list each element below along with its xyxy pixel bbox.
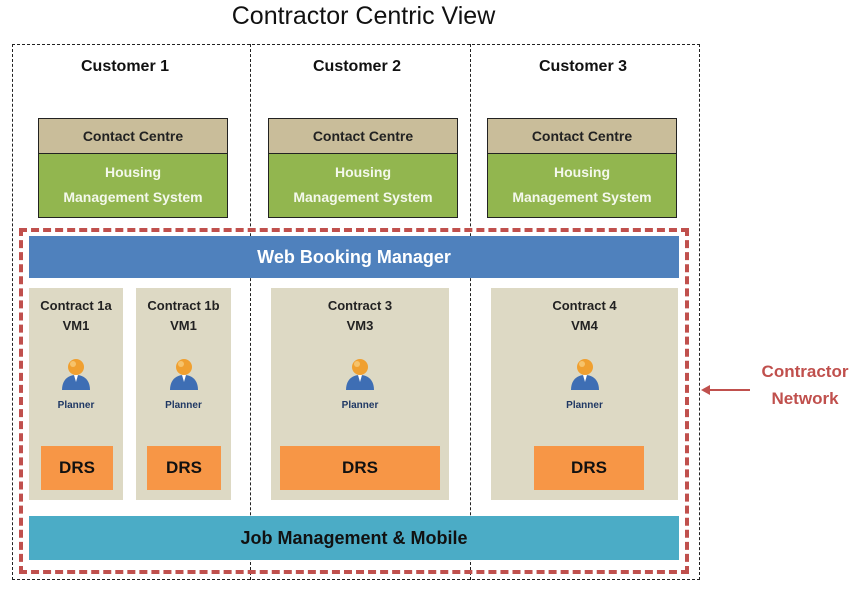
contract-name: Contract 3: [327, 298, 393, 313]
contract-vm: VM3: [346, 318, 374, 333]
web-booking-manager-bar: Web Booking Manager: [29, 236, 679, 278]
contract-panel: Contract 1a VM1 Planner DRS: [29, 288, 123, 500]
hms-line2: Management System: [63, 189, 203, 205]
housing-management-system-box: Housing Management System: [38, 154, 228, 218]
customer-1-label: Customer 1: [80, 58, 170, 75]
drs-box: DRS: [147, 446, 221, 490]
network-label-line2: Network: [771, 389, 839, 408]
customer-divider: [470, 44, 471, 580]
contract-name: Contract 1a: [40, 298, 112, 313]
contact-centre-box: Contact Centre: [38, 118, 228, 154]
contract-vm: VM1: [170, 318, 197, 333]
customer-3-label: Customer 3: [538, 58, 628, 75]
housing-management-system-box: Housing Management System: [487, 154, 677, 218]
contractor-network-label: Contractor Network: [745, 358, 865, 412]
contract-panel: Contract 4 VM4 Planner DRS: [491, 288, 678, 500]
diagram-title: Contractor Centric View: [231, 2, 496, 30]
contract-name: Contract 1b: [147, 298, 220, 313]
planner-label: Planner: [57, 400, 95, 411]
contract-panel: Contract 3 VM3 Planner DRS: [271, 288, 449, 500]
hms-line2: Management System: [293, 189, 433, 205]
planner-person-icon: [62, 359, 90, 390]
planner-label: Planner: [341, 400, 379, 411]
planner-person-icon: [169, 359, 198, 390]
planner-label: Planner: [165, 400, 202, 411]
job-management-mobile-bar: Job Management & Mobile: [29, 516, 679, 560]
contact-centre-box: Contact Centre: [268, 118, 458, 154]
planner-person-icon: [346, 359, 374, 390]
customers-boundary: [12, 44, 700, 580]
network-label-line1: Contractor: [761, 362, 849, 381]
drs-box: DRS: [534, 446, 644, 490]
contractor-network-boundary: [19, 228, 689, 574]
hms-line2: Management System: [512, 189, 652, 205]
customer-divider: [250, 44, 251, 580]
hms-line1: Housing: [335, 164, 391, 180]
contract-panel: Contract 1b VM1 Planner DRS: [136, 288, 231, 500]
contact-centre-box: Contact Centre: [487, 118, 677, 154]
hms-line1: Housing: [554, 164, 610, 180]
contract-vm: VM1: [62, 318, 90, 333]
drs-box: DRS: [280, 446, 440, 490]
contract-vm: VM4: [571, 318, 598, 333]
left-arrow-icon: [701, 385, 750, 395]
hms-line1: Housing: [105, 164, 161, 180]
customer-2-label: Customer 2: [312, 58, 402, 75]
planner-label: Planner: [566, 400, 603, 411]
planner-person-icon: [570, 359, 599, 390]
contract-name: Contract 4: [552, 298, 617, 313]
drs-box: DRS: [41, 446, 113, 490]
housing-management-system-box: Housing Management System: [268, 154, 458, 218]
